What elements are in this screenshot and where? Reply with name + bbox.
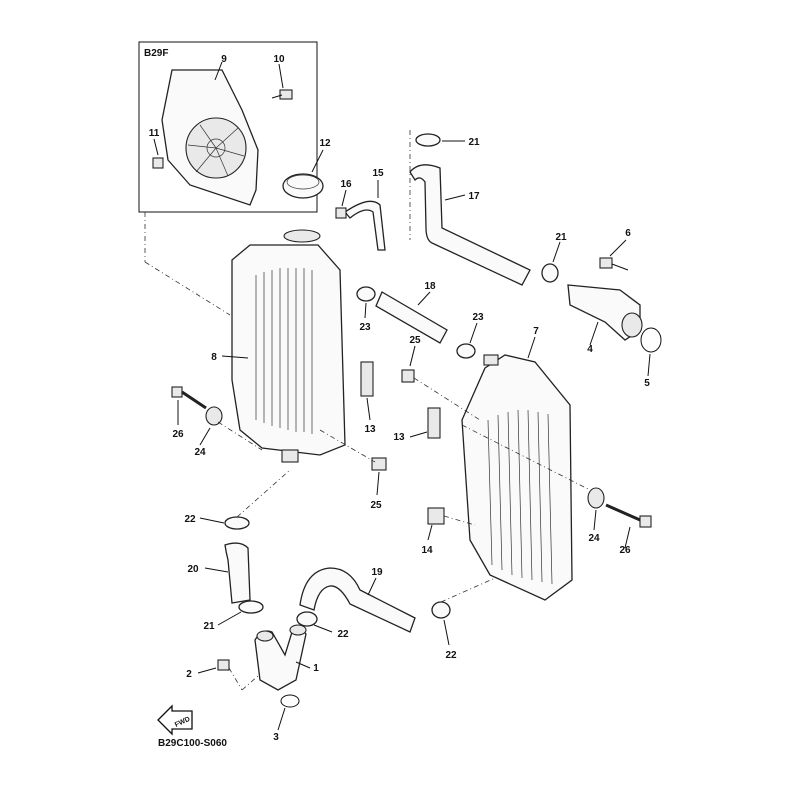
filler-neck bbox=[283, 229, 321, 243]
clamp-22-right bbox=[431, 601, 451, 619]
hose-15 bbox=[344, 200, 386, 251]
callout-24-left: 24 bbox=[194, 447, 206, 458]
clamp-21-bottom bbox=[238, 600, 264, 614]
hose-18 bbox=[375, 291, 448, 344]
fwd-arrow-icon: FWD bbox=[157, 704, 193, 736]
catalog-code: B29C100-S060 bbox=[158, 738, 227, 749]
callout-18: 18 bbox=[424, 281, 436, 292]
grommet-24-left bbox=[205, 406, 223, 426]
radiator-left-fins bbox=[255, 268, 313, 434]
inset-fan-assembly bbox=[138, 41, 318, 213]
clamp-21-right bbox=[541, 263, 559, 283]
callout-9: 9 bbox=[221, 54, 227, 65]
callout-5: 5 bbox=[644, 378, 650, 389]
clamp-22-middle bbox=[296, 611, 318, 627]
radiator-right-inlet bbox=[483, 354, 499, 366]
collar-25-top bbox=[401, 369, 415, 383]
callout-6: 6 bbox=[625, 228, 631, 239]
clamp-22-upper bbox=[224, 516, 250, 530]
radiator-left-body bbox=[231, 244, 346, 456]
callout-10: 10 bbox=[273, 54, 285, 65]
grommet-11 bbox=[152, 157, 164, 169]
callout-24-right: 24 bbox=[588, 533, 600, 544]
callout-7: 7 bbox=[533, 326, 539, 337]
inset-frame bbox=[138, 41, 318, 213]
hose-17 bbox=[409, 164, 531, 286]
callout-17: 17 bbox=[468, 191, 480, 202]
callout-13-left: 13 bbox=[364, 424, 376, 435]
callout-11: 11 bbox=[149, 128, 160, 139]
callout-21-top: 21 bbox=[468, 137, 480, 148]
grommet-14 bbox=[427, 507, 445, 525]
callout-14: 14 bbox=[421, 545, 433, 556]
clamp-16 bbox=[335, 207, 347, 219]
callout-22-middle: 22 bbox=[337, 629, 349, 640]
callout-23-left: 23 bbox=[359, 322, 371, 333]
clamp-23-left bbox=[356, 286, 376, 302]
callout-25-top: 25 bbox=[409, 335, 421, 346]
callout-22-upper: 22 bbox=[184, 514, 196, 525]
callout-21-right: 21 bbox=[555, 232, 567, 243]
hose-19 bbox=[299, 567, 416, 633]
callout-23-right: 23 bbox=[472, 312, 484, 323]
collar-25-bottom bbox=[371, 457, 387, 471]
bolt-6 bbox=[599, 257, 613, 269]
fan-blades bbox=[187, 124, 245, 177]
callout-21-bottom: 21 bbox=[203, 621, 215, 632]
callout-20: 20 bbox=[187, 564, 199, 575]
callout-19: 19 bbox=[371, 567, 383, 578]
o-ring-3 bbox=[280, 694, 300, 708]
hose-20 bbox=[224, 542, 251, 604]
callout-15: 15 bbox=[372, 168, 384, 179]
radiator-right-fins bbox=[487, 409, 553, 585]
callout-16: 16 bbox=[340, 179, 352, 190]
callout-13-right: 13 bbox=[393, 432, 405, 443]
callout-1: 1 bbox=[313, 663, 319, 674]
o-ring-5 bbox=[640, 327, 662, 353]
radiator-left-outlet bbox=[281, 449, 299, 463]
callout-8: 8 bbox=[211, 352, 217, 363]
bolt-10 bbox=[271, 89, 293, 100]
callout-4: 4 bbox=[587, 344, 593, 355]
radiator-right bbox=[461, 354, 573, 601]
callout-22-right: 22 bbox=[445, 650, 457, 661]
callout-3: 3 bbox=[273, 732, 279, 743]
bolt-2 bbox=[217, 659, 230, 671]
callout-26-left: 26 bbox=[172, 429, 184, 440]
bracket-13-right bbox=[427, 407, 441, 439]
radiator-right-body bbox=[461, 354, 573, 601]
clamp-23-right bbox=[456, 343, 476, 359]
callout-2: 2 bbox=[186, 669, 192, 680]
inset-code: B29F bbox=[144, 48, 168, 59]
callout-26-right: 26 bbox=[619, 545, 631, 556]
radiator-left bbox=[231, 229, 346, 463]
callout-25-bottom: 25 bbox=[370, 500, 382, 511]
grommet-24-right bbox=[587, 487, 605, 509]
bracket-13-left bbox=[360, 361, 374, 397]
bolt-26-right bbox=[605, 503, 652, 528]
bolt-26-left bbox=[171, 386, 207, 410]
callout-12: 12 bbox=[319, 138, 331, 149]
radiator-cap-12 bbox=[282, 173, 324, 199]
clamp-21-top bbox=[415, 133, 441, 147]
